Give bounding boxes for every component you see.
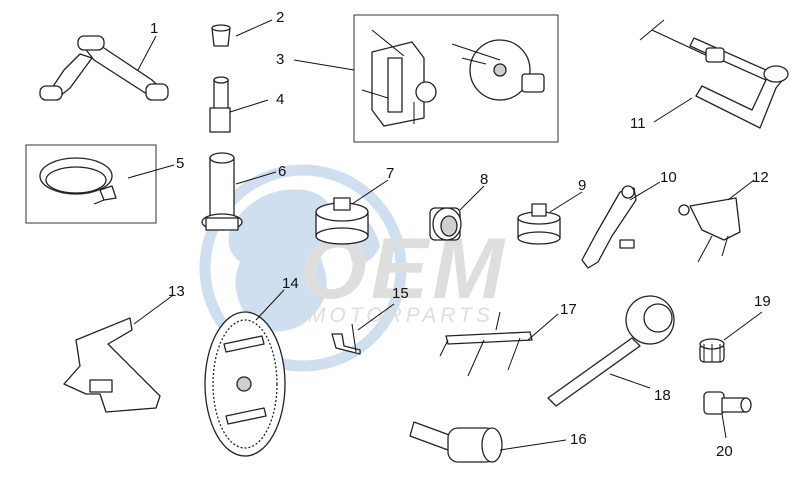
part-3-box: [353, 14, 559, 143]
part-17-fixture: [439, 311, 533, 377]
part-6-pin: [201, 152, 243, 231]
part-14-disc: [204, 311, 286, 457]
callout-17: 17: [560, 301, 577, 318]
callout-15: 15: [392, 285, 409, 302]
part-20-pin: [703, 391, 752, 415]
part-19-gear: [699, 338, 725, 363]
callout-9: 9: [578, 177, 586, 194]
callout-7: 7: [386, 165, 394, 182]
part-4-pin: [209, 76, 231, 133]
part-16-tool: [409, 421, 503, 463]
callout-4: 4: [276, 91, 284, 108]
callout-13: 13: [168, 283, 185, 300]
part-5-band: [39, 157, 117, 205]
part-5-box: [25, 144, 157, 224]
part-3-puller: [361, 29, 545, 127]
part-15-bracket: [331, 323, 361, 355]
part-2-cap: [211, 24, 231, 47]
part-10-lever: [581, 185, 637, 269]
callout-10: 10: [660, 169, 677, 186]
callout-16: 16: [570, 431, 587, 448]
callout-6: 6: [278, 163, 286, 180]
part-13-plate: [63, 317, 161, 413]
part-8-bush: [429, 207, 462, 241]
part-12-bracket: [678, 197, 741, 263]
globe-continent: [228, 189, 331, 332]
callout-1: 1: [150, 20, 158, 37]
callout-11: 11: [630, 115, 646, 132]
callout-14: 14: [282, 275, 299, 292]
callout-3: 3: [276, 51, 284, 68]
callout-12: 12: [752, 169, 769, 186]
watermark-tagline: MOTORPARTS: [308, 304, 494, 327]
callout-20: 20: [716, 443, 733, 460]
globe-icon: [199, 164, 407, 372]
callout-2: 2: [276, 9, 284, 26]
callout-8: 8: [480, 171, 488, 188]
callout-18: 18: [654, 387, 671, 404]
part-11-clamp: [639, 19, 789, 129]
part-1-crank-tool: [39, 35, 169, 101]
part-9-cap: [517, 203, 561, 245]
part-7-cap: [315, 197, 369, 245]
part-18-wrench: [547, 295, 675, 407]
callout-5: 5: [176, 155, 184, 172]
callout-19: 19: [754, 293, 771, 310]
